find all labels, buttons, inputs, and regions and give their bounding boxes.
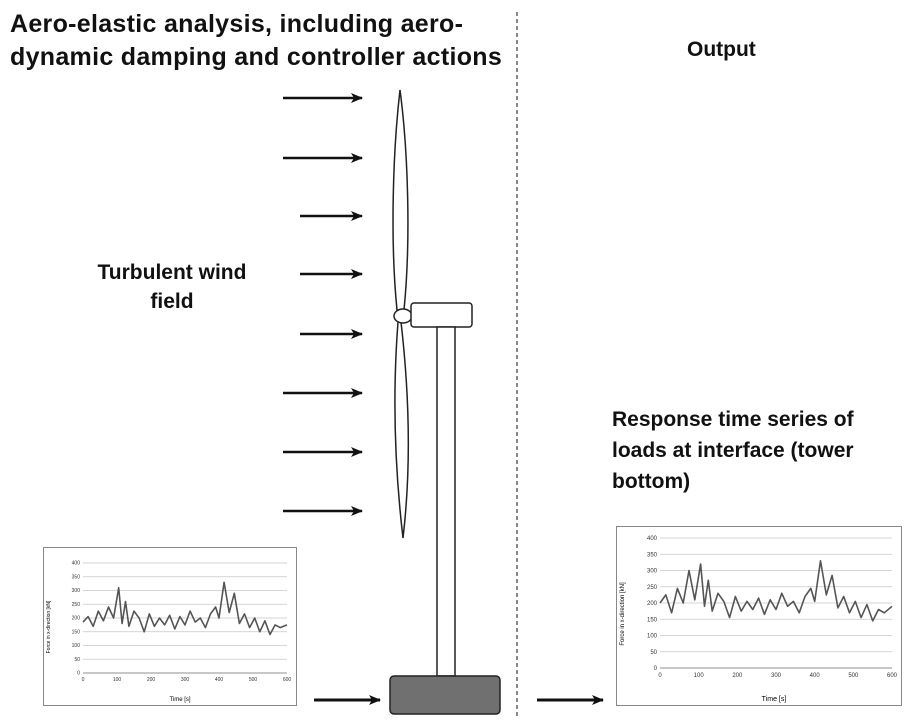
y-tick-label: 250 xyxy=(72,602,81,608)
y-tick-label: 100 xyxy=(72,643,81,649)
response-load-chart: Force in x-direction [kN] Time [s] 0 50 10… xyxy=(616,526,902,706)
x-tick-label: 600 xyxy=(887,673,898,679)
response-label: Response time series of loads at interfa… xyxy=(612,404,902,497)
x-tick-label: 300 xyxy=(181,677,190,683)
x-tick-label: 100 xyxy=(113,677,122,683)
y-tick-label: 400 xyxy=(647,536,658,542)
input-load-chart: Force in x-direction [kN] Time [s] 0 50 10… xyxy=(43,547,297,706)
wind-label-line-2: field xyxy=(150,290,194,313)
diagram-title: Aero-elastic analysis, including aero- d… xyxy=(10,8,502,74)
y-tick-label: 350 xyxy=(647,552,658,558)
wind-field-label: Turbulent wind field xyxy=(84,258,260,316)
x-tick-label: 200 xyxy=(732,673,743,679)
series-line xyxy=(82,581,288,636)
wind-label-line-1: Turbulent wind xyxy=(97,261,247,284)
foundation-icon xyxy=(389,675,501,715)
y-axis-label: Force in x-direction [kN] xyxy=(620,582,626,646)
y-tick-label: 250 xyxy=(647,585,658,591)
y-tick-label: 150 xyxy=(72,629,81,635)
title-line-2: dynamic damping and controller actions xyxy=(10,43,503,71)
y-tick-label: 200 xyxy=(72,616,81,622)
y-tick-label: 150 xyxy=(647,617,658,623)
x-tick-label: 500 xyxy=(848,673,859,679)
x-tick-label: 100 xyxy=(694,673,705,679)
y-tick-label: 300 xyxy=(72,588,81,594)
x-axis-label: Time [s] xyxy=(762,696,787,703)
turbine-blade-icon xyxy=(392,89,409,311)
output-label: Output xyxy=(687,38,756,61)
x-tick-label: 0 xyxy=(658,673,662,679)
y-tick-label: 50 xyxy=(74,657,80,663)
y-tick-label: 100 xyxy=(647,634,658,640)
chart-frame xyxy=(43,547,297,706)
y-tick-label: 0 xyxy=(77,671,80,677)
x-tick-label: 0 xyxy=(82,677,85,683)
tower-icon xyxy=(436,326,456,677)
response-label-line-2: loads at interface (tower xyxy=(612,439,854,462)
y-tick-label: 50 xyxy=(650,650,657,656)
response-label-line-1: Response time series of xyxy=(612,408,854,431)
x-tick-label: 400 xyxy=(215,677,224,683)
nacelle-icon xyxy=(410,302,473,328)
x-tick-label: 200 xyxy=(147,677,156,683)
hub-icon xyxy=(393,308,413,324)
y-tick-label: 300 xyxy=(647,569,658,575)
title-line-1: Aero-elastic analysis, including aero- xyxy=(10,10,464,38)
x-tick-label: 400 xyxy=(810,673,821,679)
x-tick-label: 500 xyxy=(249,677,258,683)
x-tick-label: 300 xyxy=(771,673,782,679)
x-axis-label: Time [s] xyxy=(169,697,190,703)
x-tick-label: 600 xyxy=(283,677,292,683)
chart-frame xyxy=(616,526,902,706)
y-tick-label: 0 xyxy=(654,666,658,672)
y-tick-label: 350 xyxy=(72,574,81,580)
y-axis-label: Force in x-direction [kN] xyxy=(46,600,52,653)
y-tick-label: 200 xyxy=(647,601,658,607)
series-line xyxy=(659,559,893,622)
response-label-line-3: bottom) xyxy=(612,470,691,493)
y-tick-label: 400 xyxy=(72,561,81,567)
turbine-blade-icon xyxy=(394,321,410,539)
wind-arrows xyxy=(283,93,363,516)
